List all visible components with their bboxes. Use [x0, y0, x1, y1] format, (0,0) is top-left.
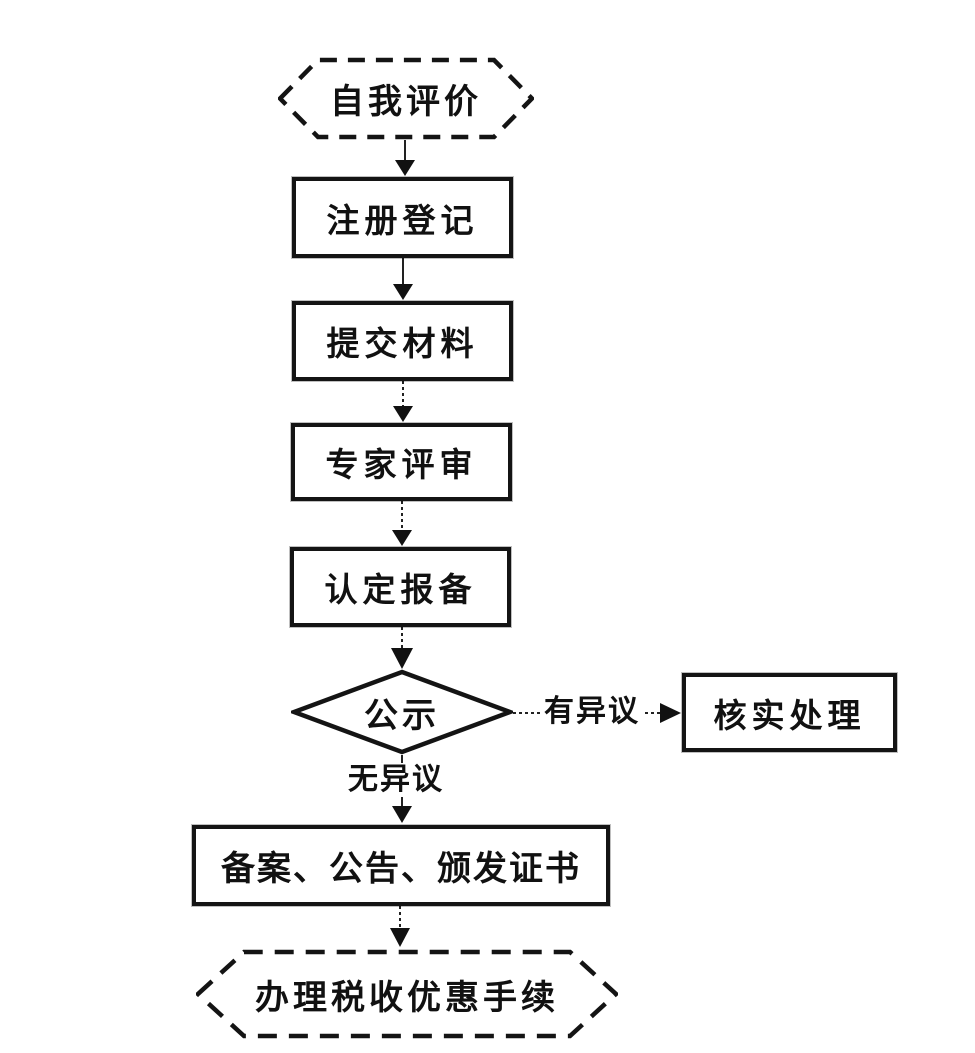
node-publicity-diamond: 公示	[291, 669, 513, 755]
node-label: 公示	[364, 696, 440, 735]
node-registration: 注册登记	[292, 177, 513, 258]
node-submit-materials: 提交材料	[292, 301, 513, 381]
hexagon-dashed-outline	[196, 949, 618, 1039]
node-certificate: 备案、公告、颁发证书	[192, 825, 610, 906]
diamond-outline	[291, 669, 513, 755]
node-label: 认定报备	[324, 571, 477, 608]
node-label: 备案、公告、颁发证书	[221, 850, 581, 888]
arrowhead-submit	[393, 284, 413, 300]
node-label: 办理税收优惠手续	[255, 978, 559, 1017]
node-verification: 核实处理	[682, 673, 897, 752]
edge-label-no-objection: 无异议	[346, 763, 446, 797]
node-label: 自我评价	[330, 83, 482, 121]
arrowhead-registration	[395, 160, 415, 176]
node-self-evaluation: 自我评价	[278, 57, 534, 140]
hexagon-dashed-outline	[278, 57, 534, 140]
arrowhead-publicity	[391, 648, 413, 669]
node-tax-procedures: 办理税收优惠手续	[196, 949, 618, 1039]
node-expert-review: 专家评审	[291, 423, 512, 501]
node-label: 专家评审	[325, 446, 478, 483]
arrowhead-tax	[390, 928, 410, 947]
node-recognition-filing: 认定报备	[290, 547, 511, 627]
arrowhead-review	[393, 406, 413, 422]
arrowhead-verification	[660, 703, 681, 723]
node-label: 注册登记	[326, 201, 479, 239]
node-label: 提交材料	[326, 325, 479, 362]
node-label: 核实处理	[713, 696, 866, 734]
arrowhead-certificate	[392, 806, 412, 823]
arrowhead-filing	[392, 530, 412, 546]
edge-label-objection: 有异议	[542, 695, 642, 729]
